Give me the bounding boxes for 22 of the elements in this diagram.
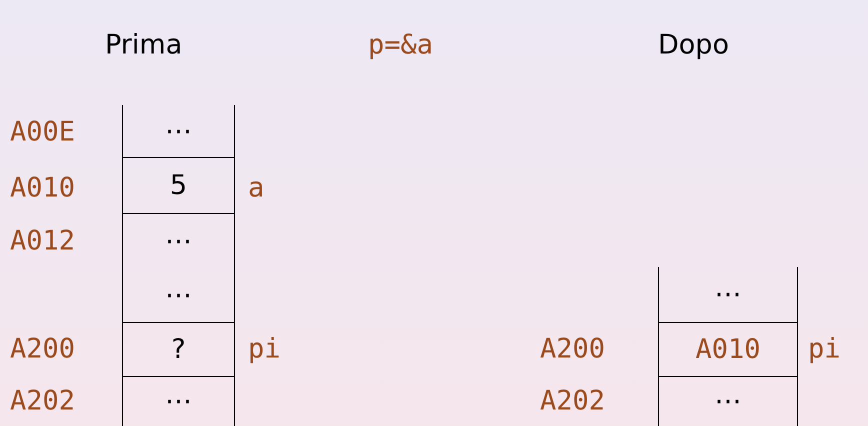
memory-address: A200 bbox=[540, 336, 606, 362]
memory-address: A012 bbox=[10, 228, 76, 254]
memory-cell: ⋯ bbox=[658, 267, 798, 322]
memory-address: A00E bbox=[10, 118, 76, 146]
memory-cell: ? bbox=[122, 322, 235, 376]
memory-cell: 5 bbox=[122, 157, 235, 213]
memory-address: A202 bbox=[540, 388, 606, 414]
variable-name: a bbox=[248, 174, 264, 202]
variable-name: pi bbox=[248, 336, 281, 362]
heading: Prima bbox=[105, 32, 182, 58]
memory-cell: ⋯ bbox=[122, 268, 235, 322]
memory-cell: A010 bbox=[658, 322, 798, 376]
memory-cell: ⋯ bbox=[122, 105, 235, 157]
memory-cell: ⋯ bbox=[122, 376, 235, 426]
memory-address: A200 bbox=[10, 336, 76, 362]
heading: Dopo bbox=[658, 32, 729, 58]
code-statement: p=&a bbox=[368, 32, 434, 58]
memory-cell: ⋯ bbox=[658, 376, 798, 426]
memory-address: A202 bbox=[10, 388, 76, 414]
variable-name: pi bbox=[808, 336, 841, 362]
memory-address: A010 bbox=[10, 174, 76, 202]
memory-cell: ⋯ bbox=[122, 213, 235, 268]
